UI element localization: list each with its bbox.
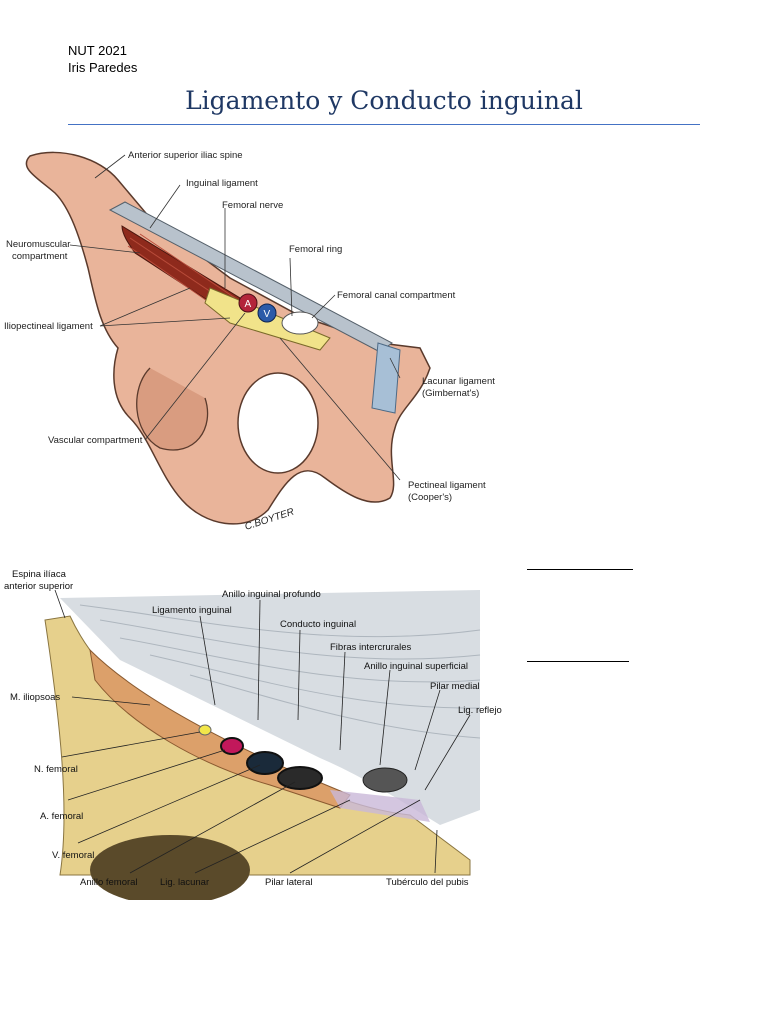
inguinal-canal-figure: Espina ilíaca anterior superior Anillo i… xyxy=(4,569,502,900)
label-m-iliopsoas: M. iliopsoas xyxy=(10,692,60,703)
lacunar-ligament xyxy=(371,342,401,414)
label-anillo-femoral: Anillo femoral xyxy=(80,877,138,888)
vein-letter: V xyxy=(264,309,271,320)
femoral-vein-2 xyxy=(246,751,284,775)
label-inguinal-ligament: Inguinal ligament xyxy=(186,178,258,189)
iliac-bone xyxy=(25,151,431,525)
label-lig-reflejo: Lig. reflejo xyxy=(458,705,502,716)
label-fibras-intercrurales: Fibras intercrurales xyxy=(330,642,412,653)
label-conducto-inguinal: Conducto inguinal xyxy=(280,619,356,630)
label-femoral-canal: Femoral canal compartment xyxy=(337,290,456,301)
label-pilar-medial: Pilar medial xyxy=(430,681,480,692)
document-header: NUT 2021 Iris Paredes xyxy=(68,42,137,76)
abdominal-aponeurosis xyxy=(60,590,480,825)
obturator-foramen xyxy=(237,372,319,474)
label-ligamento-inguinal: Ligamento inguinal xyxy=(152,605,232,616)
femoral-vein xyxy=(257,303,277,323)
label-neuromuscular-2: compartment xyxy=(12,251,68,262)
label-lacunar-1: Lacunar ligament xyxy=(422,376,495,387)
label-pilar-lateral: Pilar lateral xyxy=(265,877,313,888)
label-pectineal-1: Pectineal ligament xyxy=(408,480,486,491)
label-femoral-nerve: Femoral nerve xyxy=(222,200,283,211)
label-a-femoral: A. femoral xyxy=(40,811,83,822)
figure1-leaders xyxy=(69,154,401,481)
author-name: Iris Paredes xyxy=(68,60,138,75)
label-lig-lacunar: Lig. lacunar xyxy=(160,877,209,888)
label-lacunar-2: (Gimbernat's) xyxy=(422,388,479,399)
label-v-femoral: V. femoral xyxy=(52,850,94,861)
label-n-femoral: N. femoral xyxy=(34,764,78,775)
label-femoral-ring: Femoral ring xyxy=(289,244,342,255)
lacunar-ligament-2 xyxy=(330,790,430,822)
figure2-leaders xyxy=(54,589,471,874)
femoral-artery xyxy=(238,293,258,313)
course-code: NUT 2021 xyxy=(68,43,128,58)
title-underline xyxy=(68,124,700,125)
aponeurosis-fibers xyxy=(79,604,481,739)
acetabulum xyxy=(136,367,209,451)
label-iliopectineal-ligament: Iliopectineal ligament xyxy=(4,321,93,332)
label-anillo-superficial: Anillo inguinal superficial xyxy=(364,661,468,672)
femoral-artery-2 xyxy=(220,737,244,755)
femoral-ring xyxy=(281,311,319,335)
label-pectineal-2: (Cooper's) xyxy=(408,492,452,503)
label-espina-1: Espina ilíaca xyxy=(12,569,67,580)
blank-line-2 xyxy=(527,661,629,662)
blank-line-1 xyxy=(527,569,633,570)
page-title: Ligamento y Conducto inguinal xyxy=(185,86,583,115)
label-tuberculo-pubis: Tubérculo del pubis xyxy=(386,877,469,888)
bone-foramen xyxy=(90,835,250,900)
artery-letter: A xyxy=(245,299,252,310)
inguinal-ligament xyxy=(108,201,393,353)
superficial-ring xyxy=(362,767,408,793)
label-anillo-profundo: Anillo inguinal profundo xyxy=(222,589,321,600)
femoral-ring-2 xyxy=(277,766,323,790)
label-asis: Anterior superior iliac spine xyxy=(128,150,243,161)
femoral-nerve-2 xyxy=(198,724,212,736)
label-vascular-compartment: Vascular compartment xyxy=(48,435,143,446)
label-neuromuscular-1: Neuromuscular xyxy=(6,239,70,250)
label-espina-2: anterior superior xyxy=(4,581,73,592)
pelvis-ligaments-figure: A V Anterior superior iliac spine Inguin… xyxy=(4,150,495,533)
